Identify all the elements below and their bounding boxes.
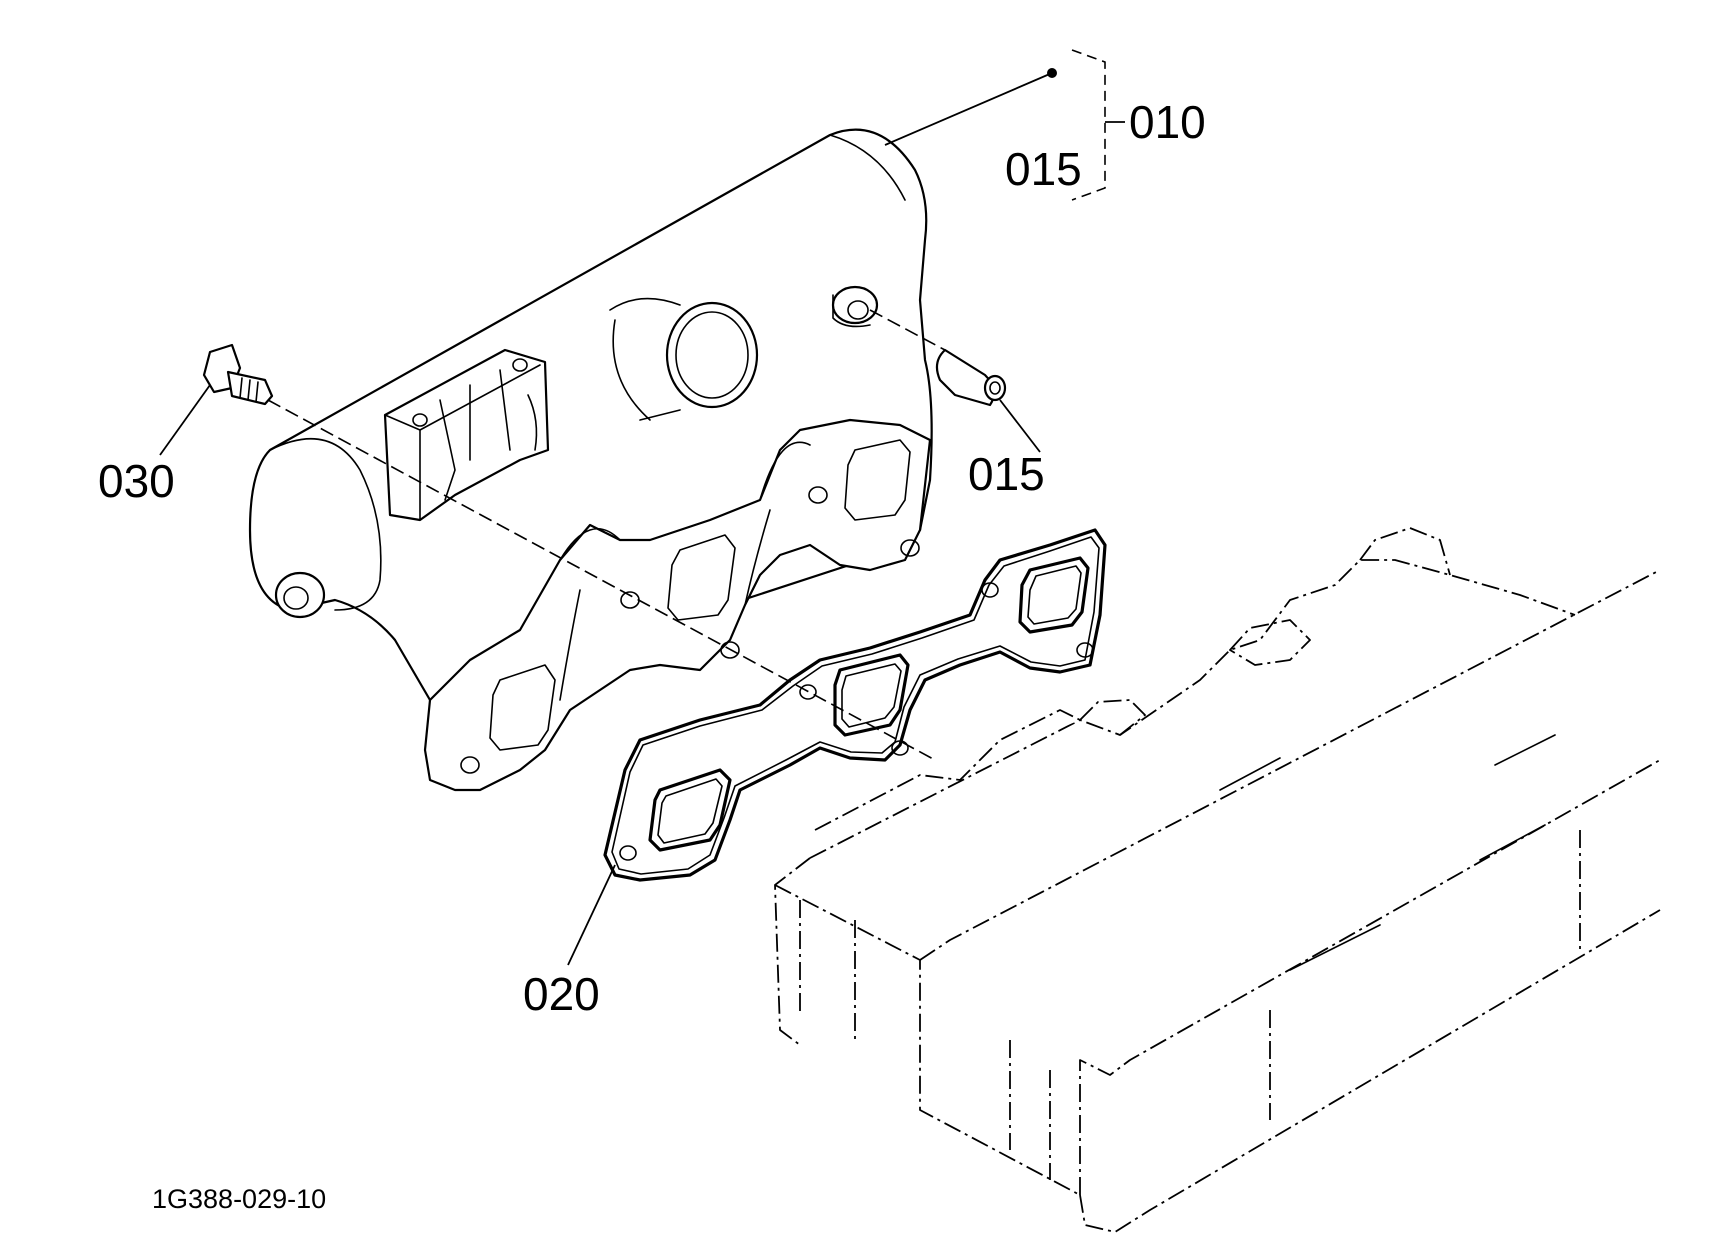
callout-015: 015 [968,448,1045,500]
exhaust-manifold [248,128,933,792]
leader-lines [159,49,1125,966]
callout-020: 020 [523,968,600,1020]
centerlines [267,309,946,761]
banjo-bolt [202,343,274,406]
exhaust-gasket [603,528,1107,882]
cylinder-head-phantom [774,527,1661,1233]
callout-010: 010 [1129,96,1206,148]
callout-030: 030 [98,455,175,507]
pipe-sleeve [935,348,1007,407]
drawing-number: 1G388-029-10 [152,1184,326,1214]
callout-015-bracket: 015 [1005,143,1082,195]
